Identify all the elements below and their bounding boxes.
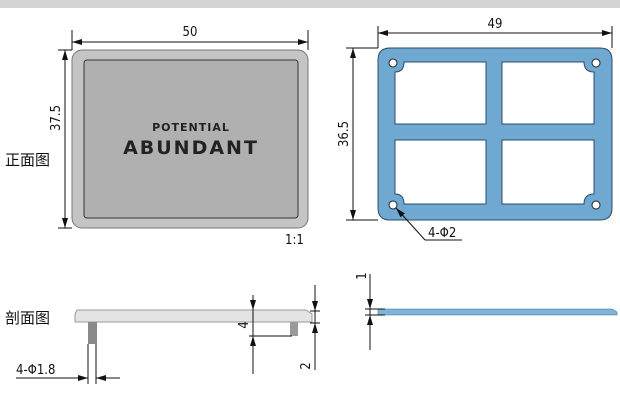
gasket-thickness-dim: 1	[355, 272, 370, 279]
section-pin	[88, 322, 97, 344]
mount-hole	[591, 200, 601, 210]
mount-hole	[591, 58, 601, 68]
logo-abundant: ABUNDANT	[123, 137, 259, 159]
gasket-width-dim: 49	[488, 17, 503, 32]
gasket-view: 49 36.5 4-Φ2	[337, 17, 613, 241]
section-view: 4-Φ1.8 4 2 1	[16, 272, 618, 384]
scale-label: 1:1	[285, 233, 304, 248]
hole-callout: 4-Φ2	[428, 226, 456, 241]
gasket-height-dim: 36.5	[337, 121, 352, 147]
pin-height-dim: 4	[237, 321, 252, 328]
top-toolbar-strip	[0, 0, 620, 8]
front-height-dim: 37.5	[49, 105, 64, 131]
mount-hole	[388, 200, 398, 210]
mount-hole	[388, 58, 398, 68]
front-width-dim: 50	[183, 25, 198, 40]
pin-callout: 4-Φ1.8	[16, 363, 55, 378]
section-plate	[74, 309, 313, 323]
cover-inner-border	[83, 59, 299, 219]
section-pin	[290, 322, 298, 336]
front-view-label: 正面图	[5, 151, 50, 169]
front-view: POTENTIAL ABUNDANT 50 37.5 1:1	[49, 25, 309, 248]
logo-potential: POTENTIAL	[152, 121, 230, 134]
section-view-label: 剖面图	[5, 309, 50, 327]
gasket-frame	[377, 47, 613, 221]
total-height-dim: 2	[299, 362, 314, 369]
gasket-side-strip	[377, 308, 618, 316]
